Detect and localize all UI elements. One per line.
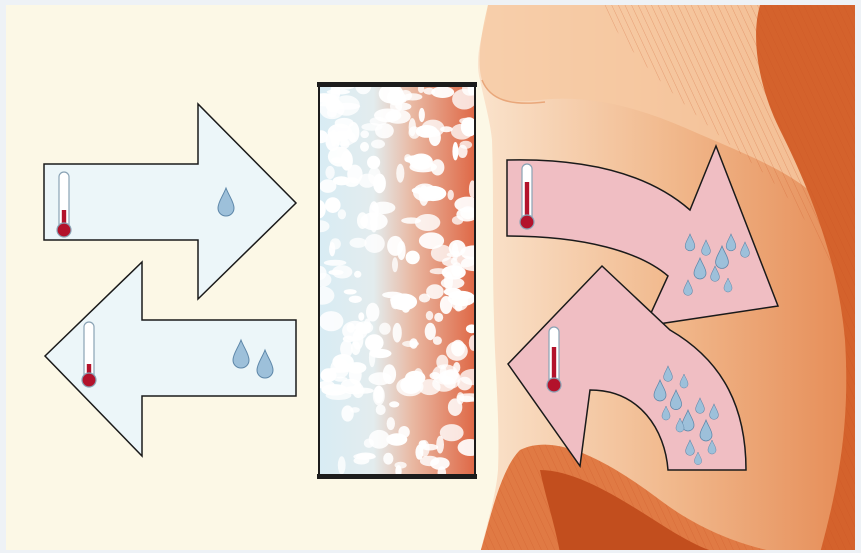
mask-fiber bbox=[403, 93, 422, 100]
thermometer-icon bbox=[547, 327, 561, 392]
mask-fiber bbox=[341, 151, 353, 171]
mask-fiber bbox=[409, 118, 416, 136]
mask-fiber bbox=[460, 141, 473, 149]
mask-fiber bbox=[444, 288, 461, 296]
mask-fiber bbox=[343, 336, 355, 343]
mask-fiber bbox=[346, 362, 366, 373]
mask-fiber bbox=[409, 338, 417, 349]
mask-fiber bbox=[430, 268, 447, 274]
mask-fiber bbox=[440, 365, 447, 380]
mask-fiber bbox=[440, 126, 453, 132]
mask-fiber bbox=[422, 444, 439, 451]
mask-fiber bbox=[391, 294, 418, 311]
thermometer-icon bbox=[82, 322, 96, 387]
mask-fiber bbox=[457, 392, 465, 404]
mask-fiber bbox=[393, 323, 402, 343]
mask-fiber bbox=[350, 238, 367, 248]
mask-fiber bbox=[387, 236, 403, 256]
mask-fiber bbox=[419, 108, 425, 122]
mask-fiber bbox=[452, 142, 458, 160]
mask-fiber bbox=[347, 122, 359, 143]
mask-fiber bbox=[430, 372, 441, 379]
mask-fiber bbox=[398, 426, 409, 438]
mask-fiber bbox=[409, 162, 437, 173]
mask-fiber bbox=[395, 462, 407, 469]
mask-fiber bbox=[344, 289, 357, 294]
mask-fiber bbox=[434, 313, 443, 322]
mask-fiber bbox=[405, 371, 425, 385]
mask-fiber bbox=[319, 311, 343, 331]
mask-fiber bbox=[360, 212, 388, 230]
mask-fiber bbox=[332, 265, 352, 278]
mask-fiber bbox=[413, 184, 437, 202]
mask-fiber bbox=[430, 457, 450, 470]
mask-fiber bbox=[392, 257, 398, 272]
mask-fiber bbox=[354, 271, 361, 278]
mask-fiber bbox=[415, 214, 440, 231]
mask-fiber bbox=[375, 123, 394, 138]
mask-fiber bbox=[340, 340, 353, 358]
mask-fiber bbox=[419, 232, 444, 249]
mask-fiber bbox=[364, 439, 374, 448]
mask-fiber bbox=[325, 166, 334, 179]
mask-fiber bbox=[369, 372, 392, 385]
mask-fiber bbox=[426, 311, 433, 320]
mask-fiber bbox=[347, 323, 356, 333]
mask-fiber bbox=[367, 156, 380, 169]
mask-fiber bbox=[436, 436, 444, 454]
mask-fiber bbox=[318, 381, 335, 390]
mask-fiber bbox=[369, 348, 375, 367]
mask-fiber bbox=[325, 197, 341, 213]
thermometer-icon bbox=[520, 164, 534, 229]
mask-fiber bbox=[446, 341, 468, 361]
mask-fiber bbox=[365, 334, 384, 351]
mask-fiber bbox=[452, 243, 459, 261]
mask-fiber bbox=[406, 251, 420, 265]
mask-fiber bbox=[396, 164, 404, 183]
mask-fiber bbox=[373, 174, 386, 194]
mask-fiber bbox=[344, 177, 359, 187]
mask-fiber bbox=[371, 140, 385, 149]
mask-fiber bbox=[387, 417, 395, 430]
mask-fiber bbox=[404, 154, 411, 162]
mask-fiber bbox=[447, 252, 462, 257]
mask-fiber bbox=[440, 424, 464, 441]
mask-fiber bbox=[338, 456, 346, 474]
mask-fiber bbox=[329, 242, 335, 256]
mask-fiber bbox=[349, 296, 362, 303]
mask-fiber bbox=[376, 405, 386, 416]
mask-fiber bbox=[389, 401, 399, 407]
mask-fiber bbox=[371, 202, 395, 214]
mask-fiber bbox=[431, 86, 454, 98]
mask-fiber bbox=[373, 386, 385, 406]
mask-fiber bbox=[440, 296, 452, 314]
mask-fiber bbox=[319, 99, 344, 119]
mask-fiber bbox=[338, 209, 346, 219]
mask-fiber bbox=[341, 379, 362, 392]
mask-fiber bbox=[324, 260, 347, 266]
mask-fiber bbox=[358, 312, 364, 321]
mask-fiber bbox=[366, 303, 379, 322]
mask-fiber bbox=[379, 323, 391, 335]
mask-fiber bbox=[341, 405, 353, 421]
mask-fiber bbox=[419, 294, 430, 303]
mask-fiber bbox=[354, 457, 370, 465]
mask-fiber bbox=[360, 142, 369, 152]
mask-fiber bbox=[364, 234, 384, 253]
thermometer-icon bbox=[57, 172, 71, 237]
mask-fiber bbox=[360, 130, 369, 138]
mask-fiber bbox=[383, 453, 393, 465]
mask-filter bbox=[310, 78, 487, 479]
mask-fiber bbox=[425, 323, 436, 340]
mask-fiber bbox=[448, 190, 454, 200]
